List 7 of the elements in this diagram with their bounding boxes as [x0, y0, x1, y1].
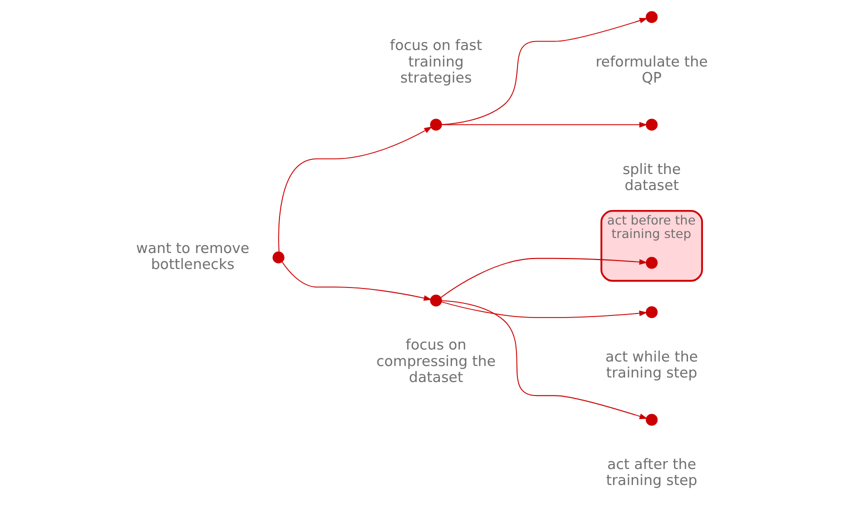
node-label: act after the training step	[606, 456, 697, 490]
node-label: focus on fast training strategies	[389, 38, 482, 86]
node-label: focus on compressing the dataset	[376, 338, 496, 386]
node-label: act while the training step	[604, 349, 698, 382]
node-label: want to remove bottlenecks	[136, 240, 249, 273]
node-label: reformulate the QP	[595, 54, 708, 86]
node-label: split the dataset	[622, 162, 680, 194]
